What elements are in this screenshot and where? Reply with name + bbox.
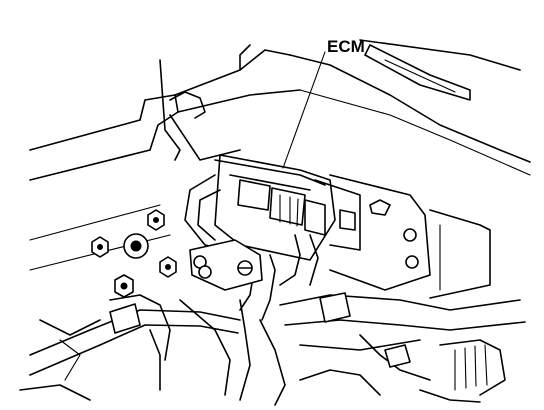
ecm-callout: ECM [282, 37, 365, 169]
ecm-module [214, 154, 361, 261]
lower-harness [19, 294, 286, 406]
lower-right-harness [279, 292, 526, 403]
mounting-bracket [189, 239, 263, 291]
hood-hinge [359, 39, 521, 101]
body-panels [29, 44, 531, 271]
ecm-label: ECM [327, 37, 365, 56]
side-bracket [329, 174, 491, 299]
fasteners [91, 209, 177, 298]
ecm-leader-line [282, 51, 326, 169]
